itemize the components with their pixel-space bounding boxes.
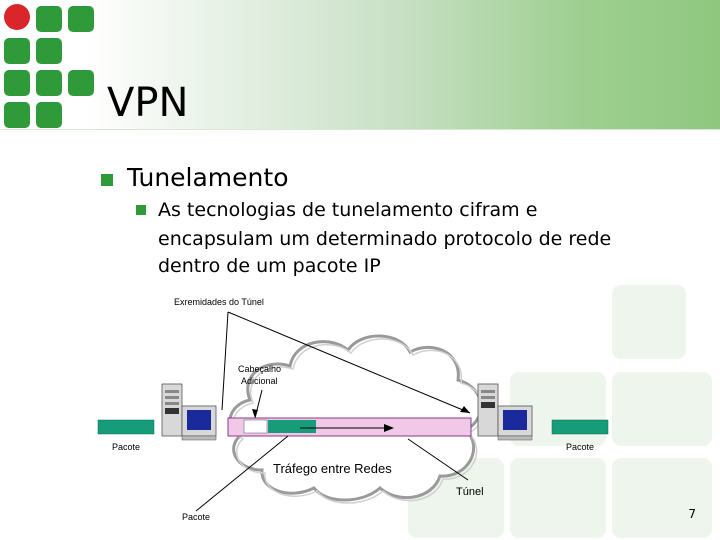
slide-title: VPN xyxy=(107,80,189,126)
endpoint-line-right xyxy=(227,311,471,414)
tunnel-pointer-line xyxy=(407,438,469,481)
additional-header-label-1: Cabeçalho xyxy=(238,364,282,374)
computer-left-icon xyxy=(161,383,217,441)
subbullet-line-2: encapsulam um determinado protocolo de r… xyxy=(158,228,612,250)
computer-right-icon xyxy=(477,383,533,441)
packet-right xyxy=(551,419,609,435)
title-divider xyxy=(0,129,720,130)
network-traffic-label: Tráfego entre Redes xyxy=(273,461,392,476)
title-band xyxy=(0,0,720,130)
tunneled-packet xyxy=(268,420,316,433)
packet-left-label: Pacote xyxy=(112,442,141,452)
packet-right-label: Pacote xyxy=(566,442,595,452)
subbullet-line-3: dentro de um pacote IP xyxy=(158,255,381,277)
subbullet-marker xyxy=(136,205,146,215)
additional-header-block xyxy=(243,419,268,434)
additional-header-label-2: Adicional xyxy=(241,376,278,386)
tunnel-endpoints-label: Exremidades do Túnel xyxy=(174,297,264,307)
subbullet-line-1: As tecnologias de tunelamento cifram e xyxy=(158,199,538,221)
tunnel-label: Túnel xyxy=(456,486,484,498)
bullet-tunelamento: Tunelamento xyxy=(127,163,289,192)
bullet-marker xyxy=(101,174,113,186)
packet-bottom-pointer-line xyxy=(195,435,289,512)
packet-left xyxy=(97,419,155,435)
endpoint-line-left xyxy=(221,311,229,411)
packet-bottom-label: Pacote xyxy=(182,512,211,522)
page-number: 7 xyxy=(688,507,696,521)
